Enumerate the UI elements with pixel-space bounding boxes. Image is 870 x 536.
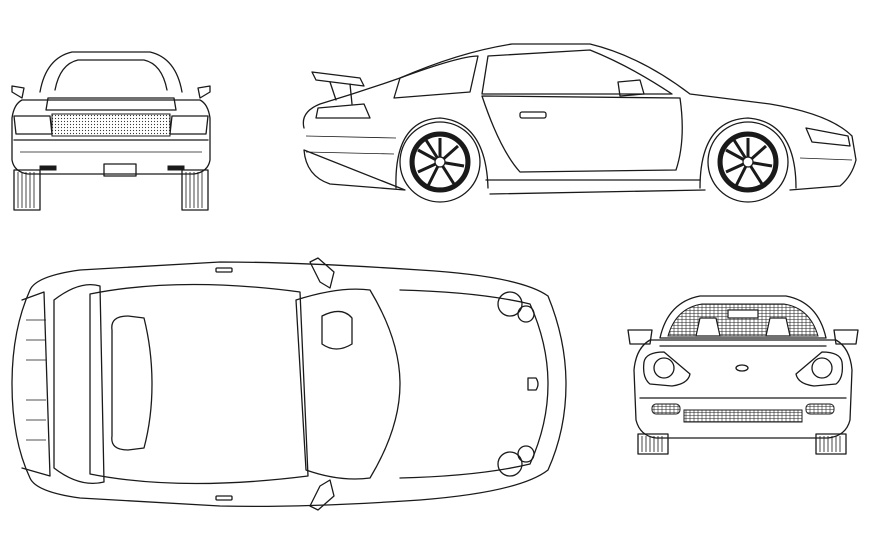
side-mirror xyxy=(617,79,645,97)
top-front-hood xyxy=(399,289,549,479)
top-rear-bumper xyxy=(21,291,51,477)
front-right-seat xyxy=(765,317,791,337)
top-steering-wheel xyxy=(321,310,353,350)
front-rearview-mirror xyxy=(727,309,759,319)
front-view xyxy=(627,295,859,455)
top-windshield xyxy=(295,288,401,480)
side-headlight xyxy=(805,127,851,147)
rear-right-exhaust xyxy=(167,165,185,171)
side-door-handle xyxy=(519,111,547,119)
rear-roofline xyxy=(39,51,183,93)
side-rear-wing xyxy=(311,71,365,87)
rear-left-exhaust xyxy=(39,165,57,171)
side-front-wheel xyxy=(707,121,789,203)
side-taillight xyxy=(315,103,371,119)
front-right-headlight xyxy=(795,351,844,387)
side-rear-wheel xyxy=(399,121,481,203)
rear-body xyxy=(11,99,211,175)
side-body-outline xyxy=(302,43,857,195)
side-view xyxy=(302,43,857,203)
rear-engine-grille xyxy=(51,113,171,137)
front-badge xyxy=(735,364,749,372)
front-left-mirror xyxy=(627,329,653,345)
front-body xyxy=(633,339,853,439)
top-left-mirror xyxy=(309,257,335,289)
rear-window xyxy=(54,59,168,91)
top-rear-window xyxy=(111,315,153,451)
front-left-seat xyxy=(695,317,721,337)
front-right-vent xyxy=(805,403,835,415)
rear-right-taillight xyxy=(169,115,209,135)
top-body-outline xyxy=(11,261,567,508)
front-right-tire xyxy=(815,433,847,455)
top-hood-badge xyxy=(527,377,539,391)
top-roof xyxy=(89,283,309,485)
front-left-vent xyxy=(651,403,681,415)
side-rear-wheel-arch xyxy=(395,117,489,189)
top-left-headlight xyxy=(497,291,535,323)
front-center-grille xyxy=(683,409,803,423)
front-roof xyxy=(659,295,827,339)
rear-right-tire xyxy=(181,169,209,211)
top-right-mirror xyxy=(309,479,335,511)
rear-view xyxy=(11,51,211,211)
rear-right-mirror xyxy=(197,85,211,99)
side-rear-quarter-window xyxy=(393,55,479,99)
top-rear-wing xyxy=(53,283,105,485)
rear-license-plate xyxy=(103,163,137,177)
rear-spoiler xyxy=(45,97,177,111)
front-left-tire xyxy=(637,433,669,455)
front-windshield xyxy=(667,303,819,337)
side-front-wheel-arch xyxy=(699,117,797,189)
rear-left-mirror xyxy=(11,85,25,99)
rear-left-taillight xyxy=(13,115,53,135)
top-view xyxy=(11,257,567,511)
rear-left-tire xyxy=(13,169,41,211)
top-right-headlight xyxy=(497,445,535,477)
front-left-headlight xyxy=(642,351,691,387)
side-door xyxy=(481,95,683,173)
front-right-mirror xyxy=(833,329,859,345)
side-door-window xyxy=(481,49,673,95)
